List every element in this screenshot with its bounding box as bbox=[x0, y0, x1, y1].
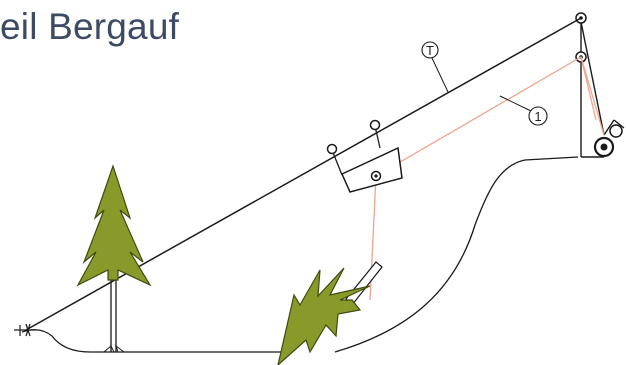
skyline-cable bbox=[25, 17, 582, 331]
yarder-tower bbox=[580, 21, 625, 158]
label-1: 1 bbox=[534, 109, 541, 124]
label-1-callout: 1 bbox=[499, 95, 548, 126]
winch-drum-icon bbox=[593, 124, 623, 158]
carriage-right-wheel-icon bbox=[369, 119, 381, 131]
carriage-sheave-icon bbox=[370, 170, 382, 182]
felled-tree-icon bbox=[277, 261, 383, 365]
anchor-icon bbox=[14, 323, 36, 337]
page-title: eil Bergauf bbox=[0, 6, 180, 47]
label-T: T bbox=[426, 43, 434, 58]
label-T-callout: T bbox=[421, 41, 449, 93]
standing-tree-icon bbox=[76, 164, 152, 353]
haul-line bbox=[369, 56, 605, 301]
carriage-left-wheel-icon bbox=[326, 143, 338, 155]
carriage bbox=[331, 125, 403, 193]
